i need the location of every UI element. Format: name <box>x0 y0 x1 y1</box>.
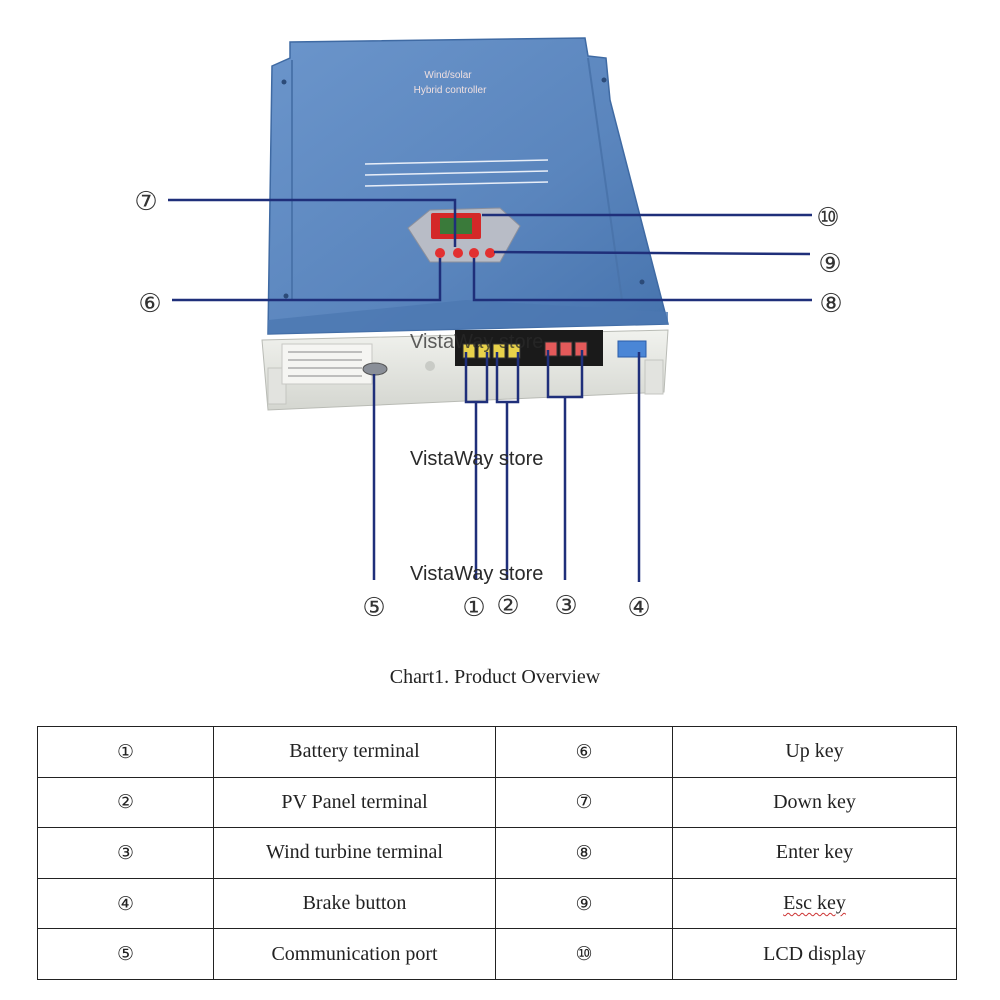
callout-10: ⑩ <box>816 203 839 233</box>
down-key[interactable] <box>453 248 463 258</box>
callout-1: ① <box>462 593 485 623</box>
leader-lines <box>168 198 812 582</box>
esc-key-label: Esc key <box>783 892 846 915</box>
panel-text-line2: Hybrid controller <box>414 85 487 96</box>
controller-lid: Wind/solar Hybrid controller <box>267 37 669 335</box>
callout-6: ⑥ <box>138 289 161 319</box>
brake-button[interactable] <box>617 340 647 358</box>
legend-row: ④ Brake button ⑨ Esc key <box>37 877 957 930</box>
legend-number: ④ <box>37 877 214 930</box>
callout-9: ⑨ <box>818 249 841 279</box>
panel-text-line1: Wind/solar <box>424 70 472 81</box>
legend-row: ① Battery terminal ⑥ Up key <box>37 726 957 778</box>
legend-label: Esc key <box>672 877 957 930</box>
watermark-1: VistaWay store <box>410 331 543 353</box>
legend-number: ② <box>37 776 214 829</box>
legend-label: Communication port <box>213 928 496 980</box>
legend-number: ⑥ <box>495 726 673 778</box>
callout-2: ② <box>496 591 519 621</box>
legend-label: Up key <box>672 726 957 778</box>
legend-table: ① Battery terminal ⑥ Up key ② PV Panel t… <box>37 726 957 980</box>
up-key[interactable] <box>435 248 445 258</box>
product-diagram: Wind/solar Hybrid controller <box>134 37 843 623</box>
legend-number: ⑩ <box>495 928 673 980</box>
legend-number: ⑦ <box>495 776 673 829</box>
enter-key[interactable] <box>469 248 479 258</box>
esc-key[interactable] <box>485 248 495 258</box>
callout-8: ⑧ <box>819 289 842 319</box>
legend-label: Wind turbine terminal <box>213 827 496 879</box>
legend-number: ⑤ <box>37 928 214 980</box>
legend-label: Battery terminal <box>213 726 496 778</box>
legend-label: Brake button <box>213 877 496 930</box>
legend-label: Down key <box>672 776 957 829</box>
legend-number: ⑨ <box>495 877 673 930</box>
callout-4: ④ <box>627 593 650 623</box>
legend-row: ⑤ Communication port ⑩ LCD display <box>37 928 957 980</box>
legend-label: PV Panel terminal <box>213 776 496 829</box>
callout-7: ⑦ <box>134 187 157 217</box>
legend-number: ① <box>37 726 214 778</box>
legend-label: LCD display <box>672 928 957 980</box>
watermark-2: VistaWay store <box>410 448 543 470</box>
legend-row: ② PV Panel terminal ⑦ Down key <box>37 776 957 829</box>
callouts: ⑦ ⑥ ⑩ ⑨ ⑧ ⑤ ① ② ③ ④ <box>134 187 842 623</box>
legend-label: Enter key <box>672 827 957 879</box>
legend-row: ③ Wind turbine terminal ⑧ Enter key <box>37 827 957 879</box>
legend-number: ③ <box>37 827 214 879</box>
spec-label <box>281 343 373 385</box>
watermark-3: VistaWay store <box>410 563 543 585</box>
figure-caption: Chart1. Product Overview <box>389 666 601 688</box>
callout-5: ⑤ <box>362 593 385 623</box>
callout-3: ③ <box>554 591 577 621</box>
legend-number: ⑧ <box>495 827 673 879</box>
communication-port <box>362 362 388 376</box>
watermarks: VistaWay store VistaWay store VistaWay s… <box>410 331 543 585</box>
